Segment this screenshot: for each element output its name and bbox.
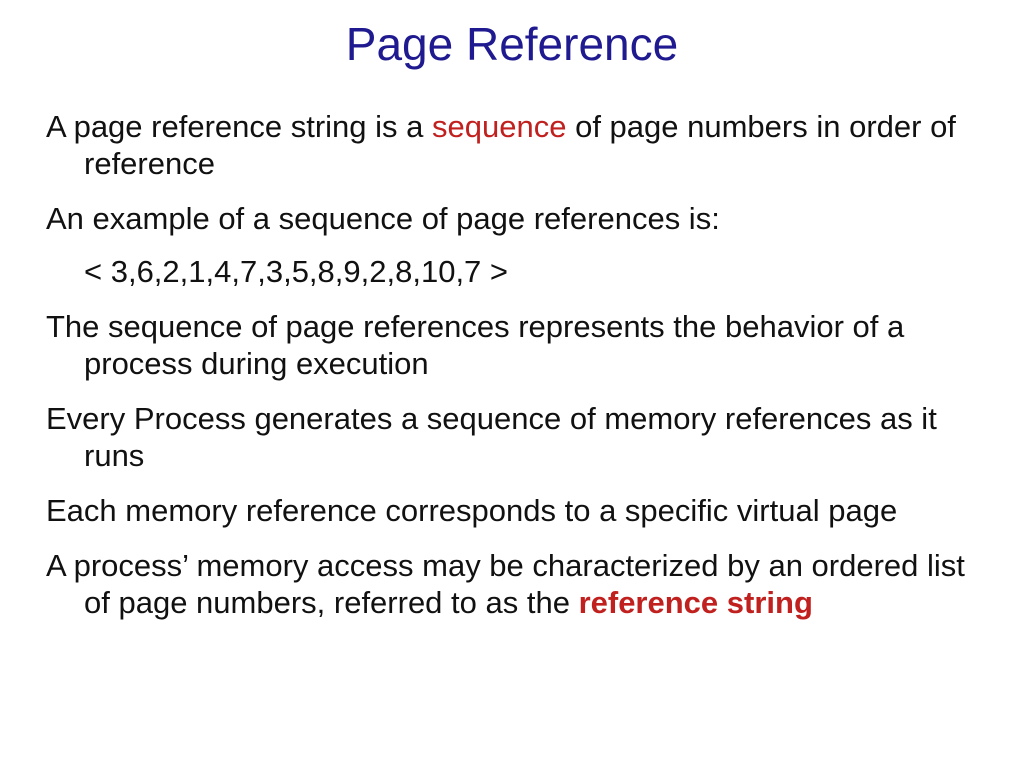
- bullet-text: of page numbers in order of reference: [84, 109, 956, 181]
- bullet-process-behavior: The sequence of page references represen…: [46, 309, 905, 381]
- bullet-reference-string-characterization: A process’ memory access may be characte…: [46, 547, 976, 621]
- bullet-text: A page reference string is a: [46, 109, 433, 144]
- bullet-virtual-page: Each memory reference corresponds to a s…: [46, 493, 898, 528]
- slide-content: A page reference string is a sequence of…: [46, 108, 976, 639]
- bullet-memory-references: Every Process generates a sequence of me…: [46, 401, 937, 473]
- highlight-sequence: sequence: [432, 109, 567, 144]
- example-sequence: < 3,6,2,1,4,7,3,5,8,9,2,8,10,7 >: [84, 254, 509, 289]
- bullet-text: A process’ memory access may be characte…: [46, 548, 965, 620]
- slide-title: Page Reference: [345, 18, 679, 70]
- highlight-reference-string: reference string: [578, 585, 813, 620]
- bullet-example-intro: An example of a sequence of page referen…: [46, 201, 720, 236]
- bullet-reference-string-definition: A page reference string is a sequence of…: [46, 108, 976, 182]
